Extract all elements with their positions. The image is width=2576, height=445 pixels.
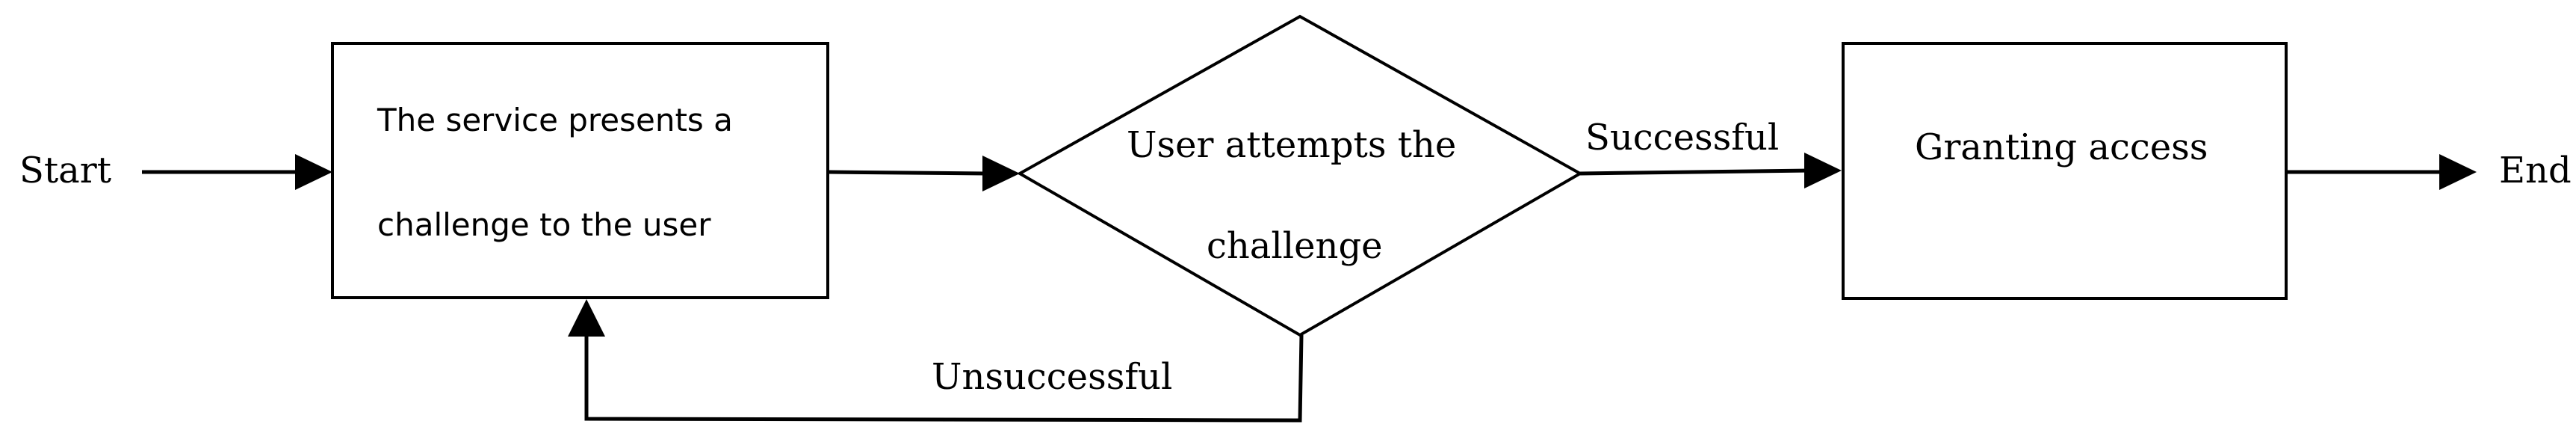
edge-success-label: Successful [1585,117,1780,159]
arrowhead-present-to-decision [982,156,1020,191]
decision-diamond-shape [1016,14,1584,337]
arrowhead-unsuccessful-loop [568,299,605,337]
edge-fail-label: Unsuccessful [932,356,1173,398]
decision-attempt-line1: User attempts the [1127,124,1457,166]
process-present-challenge [331,42,829,299]
arrowhead-grant-to-end [2439,154,2477,190]
edge-present-to-decision [829,170,987,176]
process-present-line1: The service presents a [377,102,733,138]
edge-unsuccessful-loop [584,333,1304,423]
arrowhead-decision-to-grant [1804,153,1842,188]
end-label: End [2499,150,2572,191]
process-present-line2: challenge to the user [377,206,711,243]
start-label: Start [19,150,112,191]
arrowhead-start-to-present [295,154,332,190]
process-grant-label: Granting access [1915,126,2208,168]
edge-decision-to-grant [1579,168,1809,176]
process-granting-access [1842,42,2288,300]
decision-attempt-line2: challenge [1207,225,1383,267]
